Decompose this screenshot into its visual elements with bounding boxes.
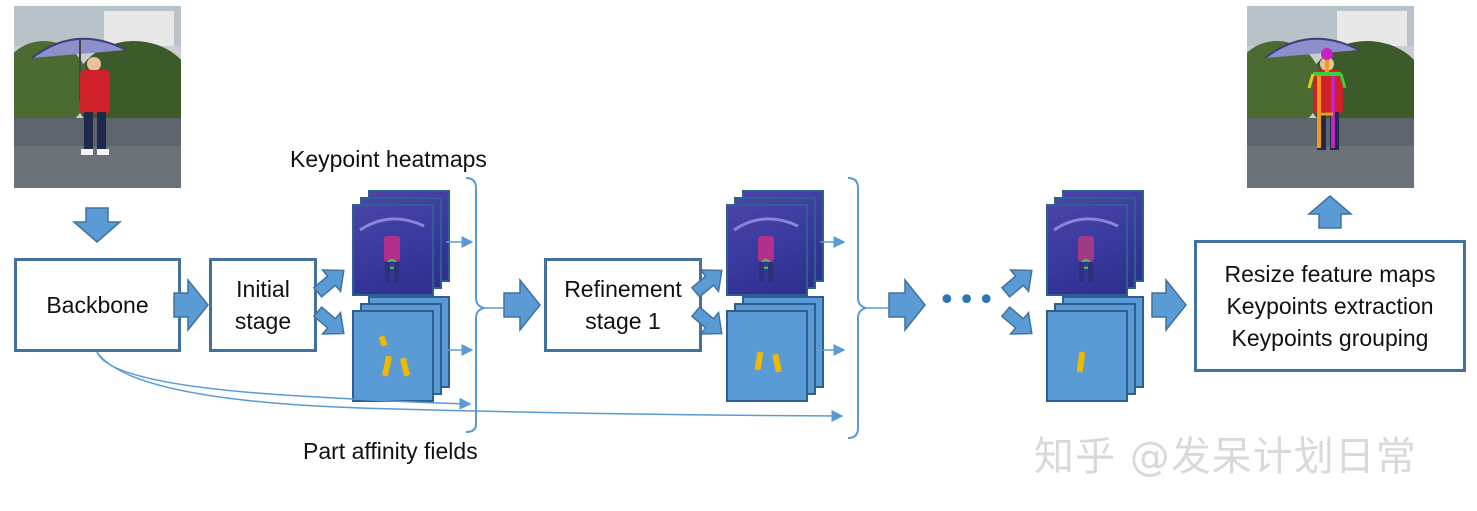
branch-arrow-refinement-up: [690, 269, 723, 298]
paf-sheet: [1046, 310, 1128, 402]
up-arrow-output: [1306, 195, 1354, 229]
initial-stage-box: Initial stage: [209, 258, 317, 352]
part-affinity-fields-label: Part affinity fields: [303, 438, 478, 464]
paf-sheet: [726, 310, 808, 402]
heatmap-sheet: [1046, 204, 1128, 296]
right-arrow-to-ellipsis: [888, 277, 926, 333]
paf-stack-stage1: [352, 296, 452, 406]
refinement-stage-box: Refinement stage 1: [544, 258, 702, 352]
concat-bracket-1: [465, 177, 485, 433]
refinement-stage-label-line1: Refinement: [564, 276, 682, 302]
pose-skeleton: [1307, 48, 1347, 148]
refinement-stage-label-line2: stage 1: [585, 308, 661, 334]
branch-arrow-final-up: [1000, 269, 1033, 298]
paf-stack-final: [1046, 296, 1146, 406]
output-photo: [1247, 6, 1414, 188]
branch-arrow-refinement-down: [690, 306, 723, 335]
backbone-box: Backbone: [14, 258, 181, 352]
heatmap-stack-final: [1046, 190, 1146, 300]
postprocess-line-resize: Resize feature maps: [1224, 261, 1436, 287]
input-photo: [14, 6, 181, 188]
heatmap-preview: [359, 217, 425, 282]
heatmap-preview: [733, 217, 799, 282]
heatmap-stack-refinement1: [726, 190, 826, 300]
skip-connection-to-stage1: [96, 351, 472, 410]
keypoint-heatmaps-label: Keypoint heatmaps: [290, 146, 487, 172]
right-arrow-to-refinement: [503, 277, 541, 333]
input-photo-illustration: [14, 6, 181, 188]
initial-stage-label-line1: Initial: [236, 276, 290, 302]
paf-sheet: [352, 310, 434, 402]
concat-bracket-2: [847, 177, 867, 439]
heatmap-preview: [1053, 217, 1119, 282]
skip-connection-to-refinement1: [96, 351, 844, 422]
output-photo-illustration: [1247, 6, 1414, 188]
postprocess-line-grouping: Keypoints grouping: [1231, 325, 1429, 351]
postprocess-line-extraction: Keypoints extraction: [1226, 293, 1434, 319]
backbone-label: Backbone: [46, 292, 149, 318]
right-arrow-to-postprocess: [1151, 277, 1187, 333]
postprocess-box: Resize feature maps Keypoints extraction…: [1194, 240, 1466, 372]
ellipsis-dots: •••: [938, 283, 998, 318]
initial-stage-label-line2: stage: [234, 308, 292, 334]
heatmap-stack-stage1: [352, 190, 452, 300]
heatmap-sheet: [352, 204, 434, 296]
right-arrow-backbone-to-initial: [173, 277, 209, 333]
branch-arrow-initial-down: [312, 306, 345, 335]
branch-arrow-initial-up: [312, 269, 345, 298]
paf-stack-refinement1: [726, 296, 826, 406]
watermark: 知乎 @发呆计划日常: [1034, 434, 1417, 480]
heatmap-sheet: [726, 204, 808, 296]
branch-arrow-final-down: [1000, 306, 1033, 335]
down-arrow-input: [71, 207, 123, 243]
